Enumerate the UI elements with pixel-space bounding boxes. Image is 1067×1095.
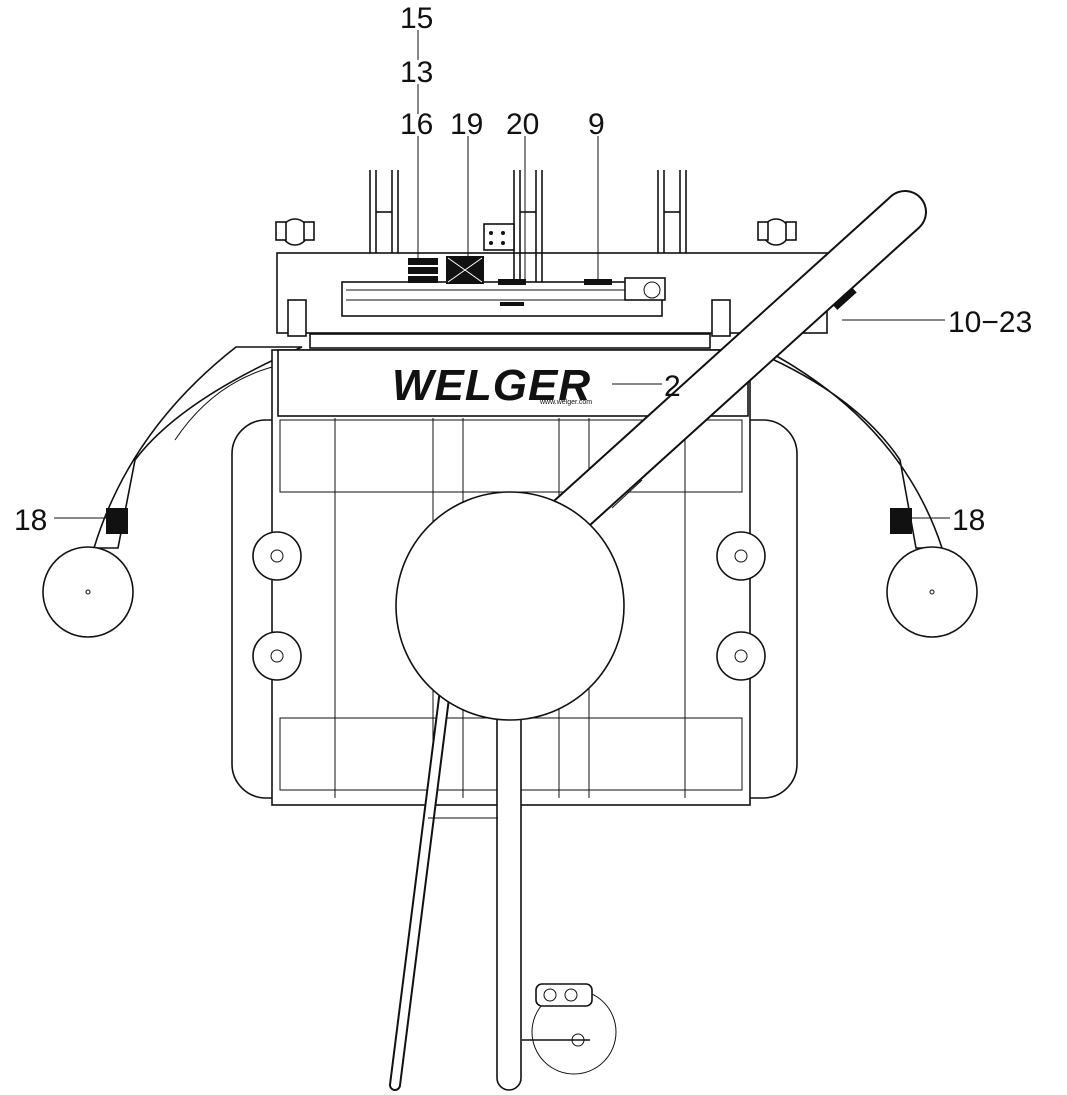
- callout-18-right: 18: [952, 504, 985, 537]
- tine-pair-right: [657, 170, 687, 253]
- label-16: [408, 258, 438, 265]
- rail: [309, 333, 711, 349]
- hitch-detail: [522, 983, 617, 1075]
- callout-20: 20: [506, 108, 539, 141]
- callout-15: 15: [400, 2, 433, 35]
- bale-chamber: WELGER www.welger.com: [231, 349, 798, 806]
- mount-bracket: [483, 223, 515, 251]
- lifting-eye-left: [275, 218, 315, 246]
- leader-lines: [54, 30, 950, 519]
- callout-labels: 15 13 16 19 20 9 10−23 2 18 18: [14, 2, 1032, 537]
- inner-panel: [341, 281, 663, 317]
- roller-left-lower: [252, 631, 302, 681]
- drawbar-angled: [389, 684, 498, 1091]
- label-20: [498, 279, 526, 285]
- tine-pair-left: [369, 170, 399, 253]
- welger-logo: WELGER: [392, 361, 591, 410]
- left-wheel: [42, 546, 134, 638]
- label-13: [408, 267, 438, 274]
- left-arm: [92, 346, 303, 549]
- roller-right-upper: [716, 531, 766, 581]
- callout-9: 9: [588, 108, 605, 141]
- label-9: [584, 279, 612, 285]
- roller-left-upper: [252, 531, 302, 581]
- callout-19: 19: [450, 108, 483, 141]
- diagonal-arm: [498, 190, 927, 582]
- label-18-right: [890, 508, 912, 534]
- website-label: www.welger.com: [539, 399, 592, 406]
- roller-right-lower: [716, 631, 766, 681]
- lifting-eye-right: [757, 218, 797, 246]
- right-wheel: [886, 546, 978, 638]
- central-hub: [395, 491, 625, 721]
- callout-16: 16: [400, 108, 433, 141]
- callout-10-23: 10−23: [948, 306, 1032, 339]
- tine-bar-assembly: [275, 170, 828, 349]
- callout-2: 2: [664, 370, 681, 403]
- label-18-left: [106, 508, 128, 534]
- callout-13: 13: [400, 56, 433, 89]
- label-15: [408, 276, 438, 283]
- drawbar-vertical: [496, 699, 522, 1091]
- callout-18-left: 18: [14, 504, 47, 537]
